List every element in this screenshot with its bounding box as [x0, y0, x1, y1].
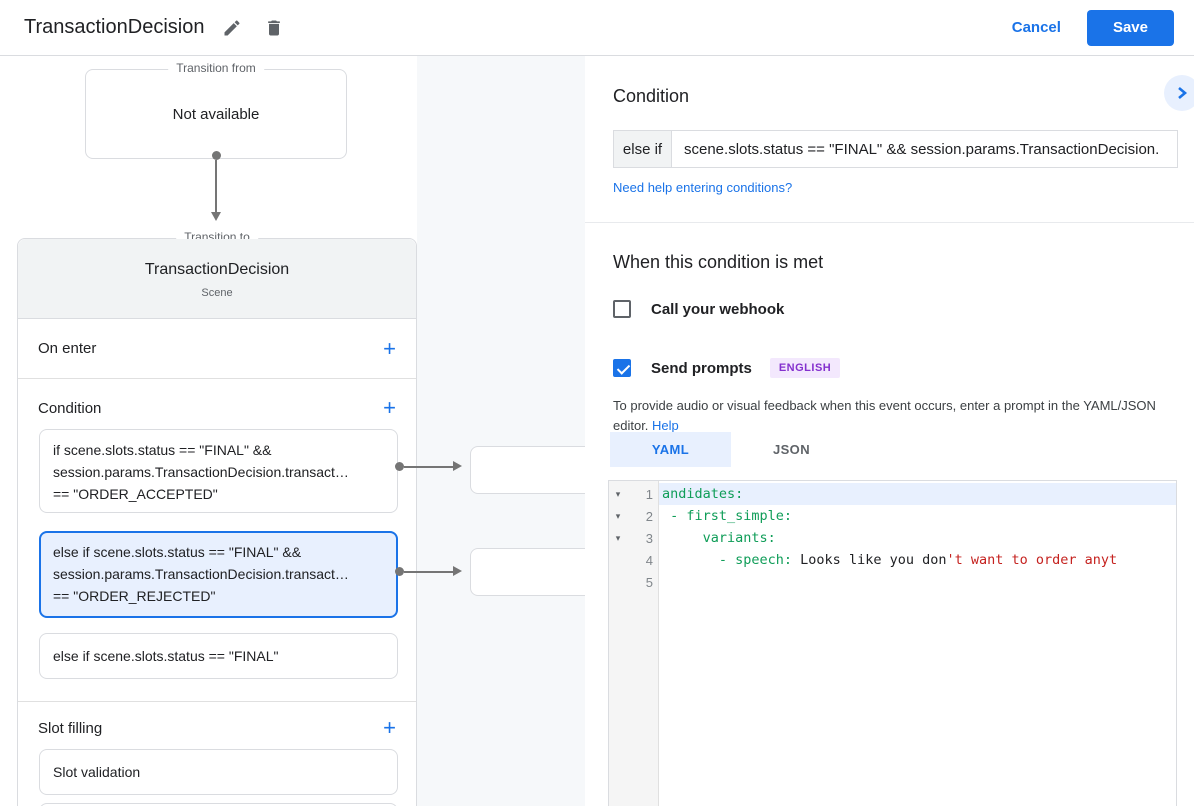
- yaml-token: - speech:: [662, 552, 801, 568]
- save-button[interactable]: Save: [1086, 9, 1174, 46]
- transition-from-value: Not available: [172, 106, 260, 123]
- tab-json[interactable]: JSON: [731, 432, 852, 467]
- fold-arrow-icon[interactable]: ▾: [615, 489, 621, 499]
- canvas-gutter-area: [417, 56, 585, 806]
- connector-line: [404, 571, 453, 573]
- edit-scene-button[interactable]: [218, 14, 246, 42]
- send-prompts-row: Send prompts ENGLISH: [613, 358, 841, 378]
- transition-target-box[interactable]: [470, 446, 602, 494]
- condition-card-final[interactable]: else if scene.slots.status == "FINAL": [39, 633, 398, 679]
- add-condition-button[interactable]: +: [383, 395, 396, 420]
- send-prompts-checkbox[interactable]: [613, 359, 631, 377]
- yaml-token: 't want to order anyt: [946, 552, 1118, 568]
- line-number: 2: [645, 508, 653, 524]
- condition-line: if scene.slots.status == "FINAL" &&: [53, 442, 272, 458]
- connector-dot: [395, 567, 404, 576]
- slot-validation-card[interactable]: Slot validation: [39, 749, 398, 795]
- code-line-5: [659, 571, 1176, 593]
- editor-gutter: ▾ 1 ▾ 2 ▾ 3 4 5: [609, 481, 659, 806]
- trash-icon: [268, 20, 281, 35]
- slot-card-label: Slot validation: [53, 764, 141, 780]
- condition-expression-input[interactable]: [671, 130, 1178, 168]
- panel-condition-title: Condition: [613, 86, 690, 106]
- editor-format-tabs: YAML JSON: [610, 432, 852, 467]
- yaml-token: andidates:: [662, 486, 744, 502]
- tab-yaml[interactable]: YAML: [610, 432, 731, 467]
- condition-operator-label: else if: [613, 130, 672, 168]
- chevron-right-icon: [1178, 87, 1188, 99]
- scene-title: TransactionDecision: [144, 261, 290, 278]
- hint-help-link[interactable]: Help: [652, 418, 679, 433]
- fold-arrow-icon[interactable]: ▾: [615, 511, 621, 521]
- line-number: 4: [645, 552, 653, 568]
- condition-help-link[interactable]: Need help entering conditions?: [613, 180, 793, 195]
- hint-line-2: editor.: [613, 418, 649, 433]
- on-enter-label: On enter: [38, 340, 97, 357]
- add-slot-button[interactable]: +: [383, 715, 396, 740]
- connector-arrowhead-icon: [453, 461, 462, 471]
- webhook-row: Call your webhook: [613, 300, 784, 318]
- pencil-icon: [224, 19, 240, 35]
- code-line-4: - speech: Looks like you don't want to o…: [659, 549, 1176, 571]
- when-condition-met-title: When this condition is met: [613, 252, 824, 272]
- delete-scene-button[interactable]: [260, 14, 288, 42]
- top-header: TransactionDecision Cancel Save: [0, 0, 1194, 56]
- condition-line: session.params.TransactionDecision.trans…: [53, 566, 349, 582]
- yaml-token: variants:: [662, 530, 776, 546]
- yaml-token: - first_simple:: [662, 508, 793, 524]
- condition-card-accepted[interactable]: if scene.slots.status == "FINAL" && sess…: [39, 429, 398, 513]
- call-webhook-checkbox[interactable]: [613, 300, 631, 318]
- scene-card: Transition to TransactionDecision Scene …: [17, 230, 417, 806]
- connector-line: [404, 466, 453, 468]
- on-enter-section: On enter +: [18, 319, 416, 379]
- condition-detail-panel: Condition else if Need help entering con…: [585, 56, 1194, 806]
- condition-line: else if scene.slots.status == "FINAL" &&: [53, 544, 302, 560]
- condition-line: == "ORDER_REJECTED": [53, 588, 216, 604]
- condition-section-label: Condition: [38, 399, 102, 417]
- send-prompts-label: Send prompts: [651, 359, 752, 377]
- yaml-code-editor[interactable]: ▾ 1 ▾ 2 ▾ 3 4 5 andidates: - first_simple: …: [608, 480, 1177, 806]
- scene-subtitle: Scene: [201, 287, 233, 299]
- transition-from-legend: Transition from: [168, 61, 264, 75]
- code-line-1: andidates:: [659, 483, 1176, 505]
- hint-line-1: To provide audio or visual feedback when…: [613, 398, 1156, 413]
- code-line-2: - first_simple:: [659, 505, 1176, 527]
- line-number: 5: [645, 574, 653, 590]
- connector-arrowhead-icon: [453, 566, 462, 576]
- language-badge: ENGLISH: [769, 358, 841, 378]
- condition-line: else if scene.slots.status == "FINAL": [53, 648, 279, 664]
- editor-code-area[interactable]: andidates: - first_simple: variants: - s…: [659, 481, 1176, 806]
- add-on-enter-button[interactable]: +: [383, 335, 396, 361]
- connector-line: [215, 160, 217, 212]
- condition-line: == "ORDER_ACCEPTED": [53, 486, 218, 502]
- transition-from-box: Transition from Not available: [85, 61, 347, 159]
- call-webhook-label: Call your webhook: [651, 300, 785, 318]
- cancel-button[interactable]: Cancel: [1011, 19, 1061, 36]
- connector-dot: [212, 151, 221, 160]
- transition-target-box[interactable]: [470, 548, 602, 596]
- slot-filling-section-header: Slot filling +: [18, 711, 416, 745]
- fold-arrow-icon[interactable]: ▾: [615, 533, 621, 543]
- condition-card-rejected-selected[interactable]: else if scene.slots.status == "FINAL" &&…: [39, 531, 398, 618]
- line-number: 3: [645, 530, 653, 546]
- collapse-panel-button[interactable]: [1164, 75, 1194, 111]
- prompt-hint-text: To provide audio or visual feedback when…: [613, 396, 1179, 436]
- connector-arrowhead-icon: [211, 212, 221, 221]
- code-line-3: variants:: [659, 527, 1176, 549]
- condition-section-header: Condition +: [18, 391, 416, 425]
- line-number: 1: [645, 486, 653, 502]
- connector-dot: [395, 462, 404, 471]
- section-divider: [18, 701, 416, 702]
- scene-card-header: TransactionDecision Scene: [18, 239, 416, 319]
- slot-filling-label: Slot filling: [38, 719, 103, 737]
- panel-divider: [585, 222, 1194, 223]
- yaml-token: Looks like you don: [800, 552, 947, 568]
- condition-line: session.params.TransactionDecision.trans…: [53, 464, 349, 480]
- page-title: TransactionDecision: [24, 16, 205, 38]
